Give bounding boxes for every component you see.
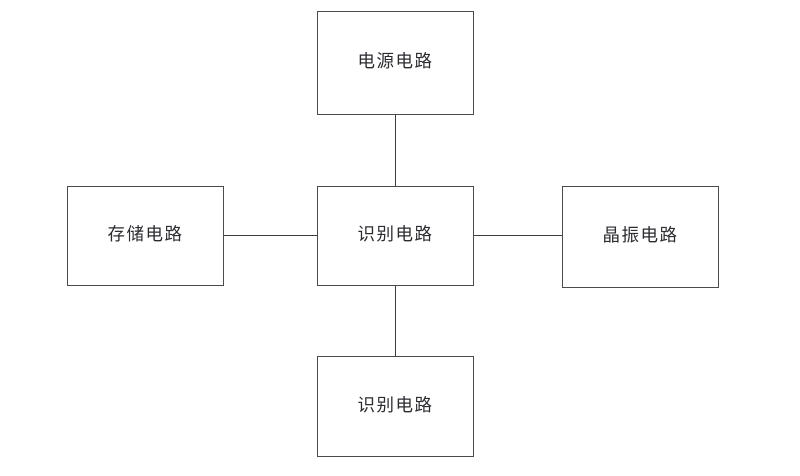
block-crystal-oscillator-circuit: 晶振电路	[562, 186, 719, 288]
block-crystal-oscillator-circuit-label: 晶振电路	[602, 226, 679, 247]
block-recognition-circuit-center: 识别电路	[317, 186, 474, 286]
block-recognition-circuit-bottom: 识别电路	[317, 356, 474, 457]
connector-recognition-center-to-recognition-bottom	[395, 285, 397, 357]
block-recognition-circuit-bottom-label: 识别电路	[357, 395, 434, 416]
connector-storage-to-recognition-center	[223, 235, 318, 237]
connector-recognition-center-to-oscillator	[473, 235, 563, 237]
connector-power-to-recognition-center	[395, 114, 397, 187]
block-storage-circuit-label: 存储电路	[107, 225, 184, 246]
block-recognition-circuit-center-label: 识别电路	[357, 225, 434, 246]
block-storage-circuit: 存储电路	[67, 186, 224, 286]
block-power-circuit: 电源电路	[317, 11, 474, 115]
block-power-circuit-label: 电源电路	[357, 52, 434, 73]
